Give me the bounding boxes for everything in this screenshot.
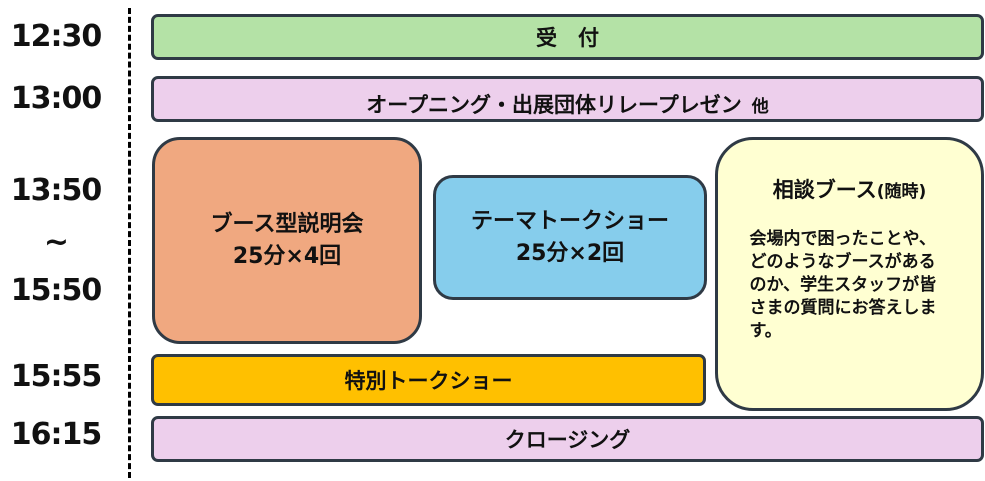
booth-session-title: ブース型説明会 — [210, 211, 364, 237]
theme-talk-title: テーマトークショー — [470, 208, 669, 234]
special-talk-label: 特別トークショー — [344, 369, 513, 393]
consultation-booth-description: 会場内で困ったことや、どのようなブースがあるのか、学生スタッフが皆さまの質問にお… — [749, 229, 937, 341]
reception-bar: 受 付 — [151, 14, 984, 60]
theme-talk-sub: 25分×2回 — [515, 240, 625, 266]
time-16-15: 16:15 — [10, 417, 103, 452]
special-talk-bar: 特別トークショー — [151, 354, 706, 406]
time-15-55: 15:55 — [10, 359, 103, 394]
closing-bar: クロージング — [151, 416, 984, 462]
time-13-50: 13:50 — [10, 173, 103, 208]
time-12-30: 12:30 — [10, 19, 103, 54]
booth-session-sub: 25分×4回 — [232, 243, 342, 269]
reception-label: 受 付 — [536, 26, 599, 50]
consultation-booth-block: 相談ブース(随時) 会場内で困ったことや、どのようなブースがあるのか、学生スタッ… — [715, 137, 984, 411]
consultation-booth-title-main: 相談ブース — [772, 178, 877, 202]
opening-suffix: 他 — [751, 97, 769, 117]
time-tilde: ~ — [43, 225, 69, 260]
opening-bar: オープニング・出展団体リレープレゼン 他 — [151, 76, 984, 122]
consultation-booth-title: 相談ブース(随時) — [773, 174, 927, 204]
booth-session-block: ブース型説明会 25分×4回 — [152, 137, 422, 344]
opening-label: オープニング・出展団体リレープレゼン — [366, 93, 742, 117]
time-13-00: 13:00 — [10, 81, 103, 116]
theme-talk-block: テーマトークショー 25分×2回 — [433, 175, 707, 300]
consultation-booth-title-suffix: (随時) — [876, 182, 927, 202]
time-15-50: 15:50 — [10, 273, 103, 308]
timeline-divider — [128, 8, 131, 478]
closing-label: クロージング — [504, 428, 631, 452]
